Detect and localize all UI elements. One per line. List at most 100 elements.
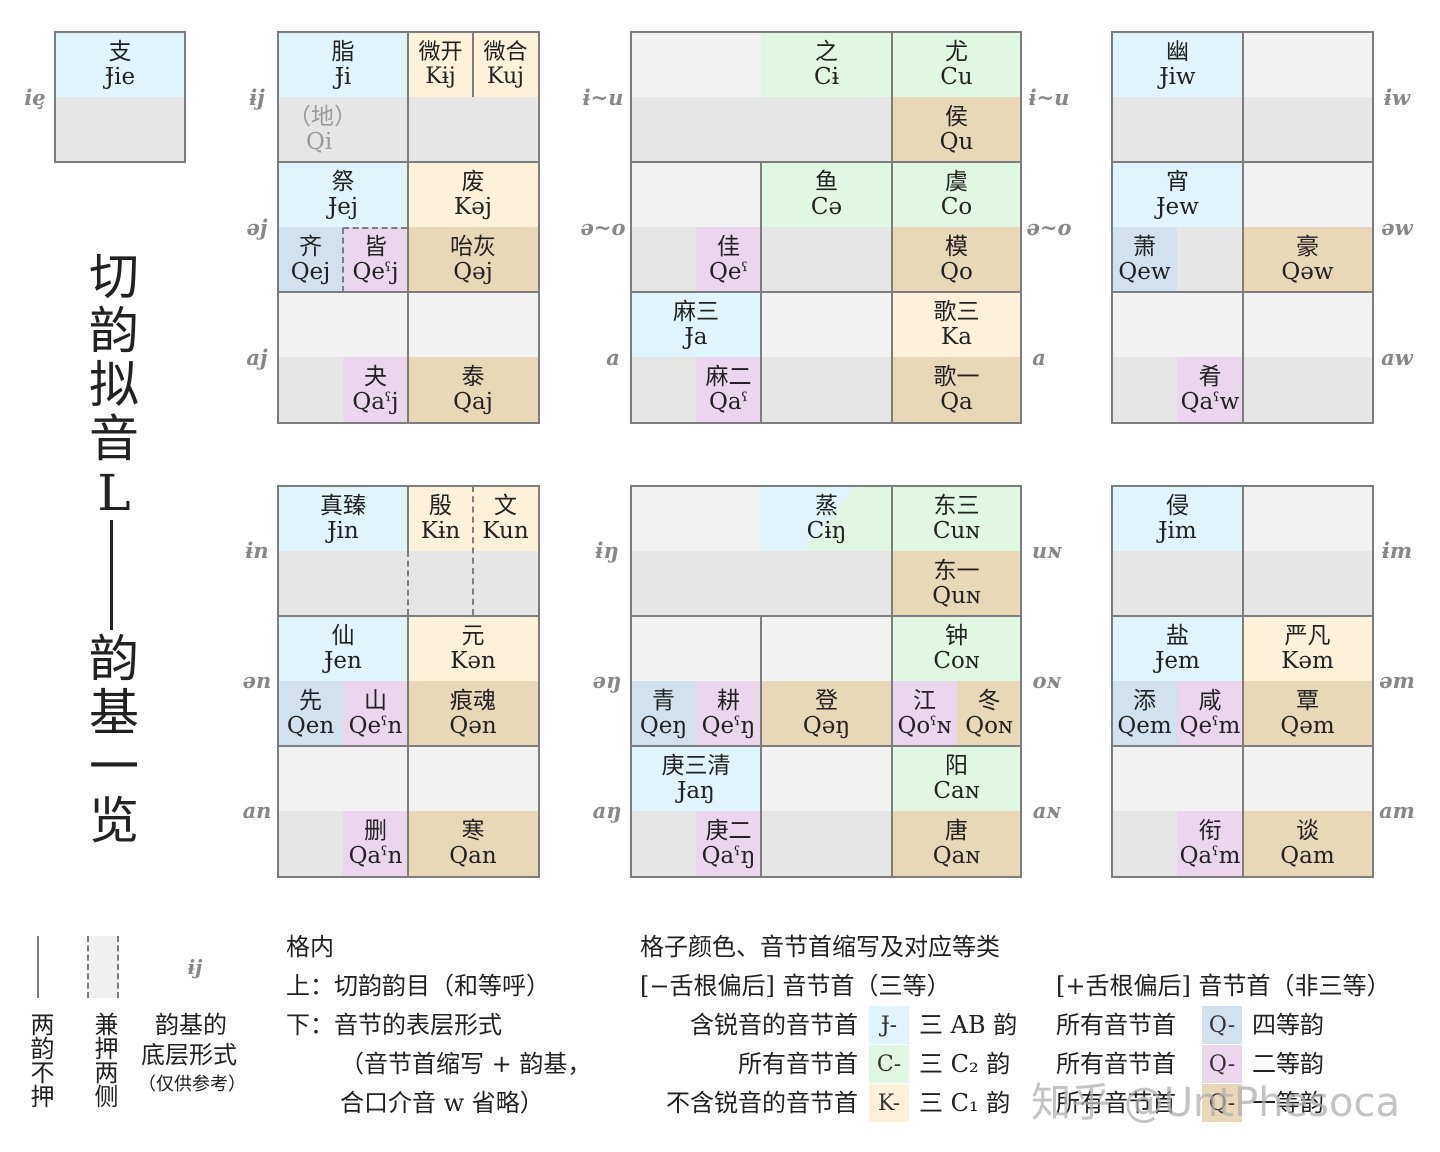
- legend-swatch-Q4: Q-: [1202, 1006, 1242, 1044]
- legend-swatch-K: K-: [869, 1084, 909, 1122]
- title-char: 韵: [89, 302, 139, 360]
- cell-xiao2: 萧 Qew: [1112, 227, 1177, 292]
- rhyme-name: 先: [299, 687, 322, 714]
- cell-zhi: 支 Ɉie: [55, 32, 185, 97]
- rhyme-name: 肴: [1198, 363, 1222, 390]
- cell-empty: [631, 32, 761, 97]
- rhyme-name: 麻三: [673, 298, 719, 325]
- surface-form: Cu: [940, 63, 973, 90]
- rhyme-name: 歌一: [933, 363, 980, 390]
- cell-deng: 登 Qəŋ: [761, 681, 892, 746]
- legend-desc2: 所有音节首: [1056, 1011, 1176, 1039]
- cell-empty: [55, 97, 185, 162]
- dashed-divider: [342, 228, 344, 292]
- cell-empty: [761, 746, 892, 811]
- cell-empty: [278, 357, 343, 422]
- page-title-2: 韵 基 一 览: [86, 632, 142, 848]
- cell-jie: 皆 Qeˤj: [343, 227, 408, 292]
- rhyme-name: 山: [364, 687, 387, 714]
- divider: [630, 161, 1022, 163]
- rhyme-name: 佳: [717, 233, 740, 260]
- cell-jiang: 江 Qoˤɴ: [892, 681, 957, 746]
- rhyme-name: 盐: [1166, 622, 1189, 649]
- cell-empty: [1243, 486, 1372, 551]
- divider: [1111, 291, 1374, 293]
- rhyme-name: 微合: [483, 39, 528, 65]
- dashed-divider: [472, 486, 474, 615]
- dashed-divider: [407, 551, 409, 615]
- rhyme-name: 皆: [364, 233, 387, 260]
- surface-form: Ɉej: [328, 193, 358, 220]
- surface-form: Ɉin: [327, 517, 359, 544]
- cell-you2: 幽 Ɉiw: [1112, 32, 1243, 97]
- surface-form: Qaɴ: [932, 842, 981, 869]
- rhyme-name: 支: [108, 38, 132, 65]
- cell-yang: 阳 Caɴ: [892, 746, 1021, 811]
- row-label-aj: aj: [246, 345, 268, 370]
- divider: [630, 615, 1022, 617]
- rhyme-name: 幽: [1166, 38, 1189, 65]
- rhyme-name: 鱼: [815, 168, 838, 195]
- cell-han: 寒 Qan: [408, 811, 538, 876]
- rhyme-name: 侯: [945, 103, 968, 130]
- cell-empty: [631, 357, 696, 422]
- divider: [891, 485, 893, 878]
- surface-form: Quɴ: [932, 582, 981, 609]
- rhyme-name: 仙: [331, 622, 355, 649]
- row-label-en: ən: [242, 668, 272, 693]
- surface-form: Ɉim: [1158, 517, 1197, 544]
- legend-cell-heading: 格内: [286, 933, 334, 961]
- legend-swatch-Q2: Q-: [1202, 1045, 1242, 1083]
- cell-empty: [278, 746, 408, 811]
- cell-geng2: 庚二 Qaˤŋ: [696, 811, 761, 876]
- cell-guai: 夬 Qaˤj: [343, 357, 408, 422]
- surface-form: Qəŋ: [802, 712, 851, 739]
- surface-form: Ɉiw: [1159, 63, 1196, 90]
- rhyme-name: 元: [461, 622, 485, 649]
- cell-zheng: 蒸 Cɨŋ: [761, 486, 892, 551]
- cell-empty: [631, 97, 892, 162]
- rhyme-name: 添: [1133, 687, 1156, 714]
- title-char: 基: [89, 684, 139, 742]
- cell-you: 尤 Cu: [892, 32, 1021, 97]
- surface-form: Qej: [290, 258, 331, 285]
- cell-di: （地） Qi: [278, 97, 408, 162]
- title-char: 拟: [89, 356, 139, 414]
- cell-dong3: 东三 Cuɴ: [892, 486, 1021, 551]
- cell-fei: 废 Kəj: [408, 162, 538, 227]
- surface-form: Cɨŋ: [806, 517, 847, 544]
- row-label-on: oɴ: [1032, 668, 1062, 693]
- row-label-a: a: [606, 345, 620, 370]
- divider: [277, 161, 540, 163]
- surface-form: Kəj: [454, 193, 492, 220]
- legend-class2: 一等韵: [1252, 1089, 1324, 1117]
- dashed-divider: [343, 227, 407, 229]
- cell-ge1: 歌一 Qa: [892, 357, 1021, 422]
- rhyme-name: 泰: [461, 363, 485, 390]
- rhyme-name: 文: [494, 492, 517, 519]
- cell-ma2: 麻二 Qaˤ: [696, 357, 761, 422]
- divider: [1111, 615, 1374, 617]
- cell-empty: [408, 292, 538, 357]
- cell-empty: [761, 227, 892, 292]
- surface-form: Qaˤj: [352, 388, 399, 415]
- cell-xian: 仙 Ɉen: [278, 616, 408, 681]
- cell-xian2: 先 Qen: [278, 681, 343, 746]
- surface-form: Qaˤm: [1179, 842, 1241, 869]
- divider: [630, 745, 1022, 747]
- legend-no-rhyme-text: 两韵不押: [26, 1012, 54, 1108]
- surface-form: Qaˤ: [708, 388, 749, 415]
- rhyme-name: 青: [652, 687, 675, 714]
- row-label-un: uɴ: [1031, 538, 1063, 563]
- cell-empty: [1112, 292, 1243, 357]
- row-label-a-right: a: [1032, 345, 1046, 370]
- cell-ma3: 麻三 Ɉa: [631, 292, 761, 357]
- legend-solid-line: [37, 936, 39, 998]
- surface-form: Qeˤj: [352, 258, 399, 285]
- cell-empty: [1243, 357, 1372, 422]
- cell-empty: [278, 292, 408, 357]
- page-title: 切 韵 拟 音 L: [86, 250, 142, 520]
- surface-form: Qaˤŋ: [701, 842, 756, 869]
- rhyme-name: 严凡: [1284, 622, 1331, 649]
- row-label-aN: aɴ: [1032, 798, 1062, 823]
